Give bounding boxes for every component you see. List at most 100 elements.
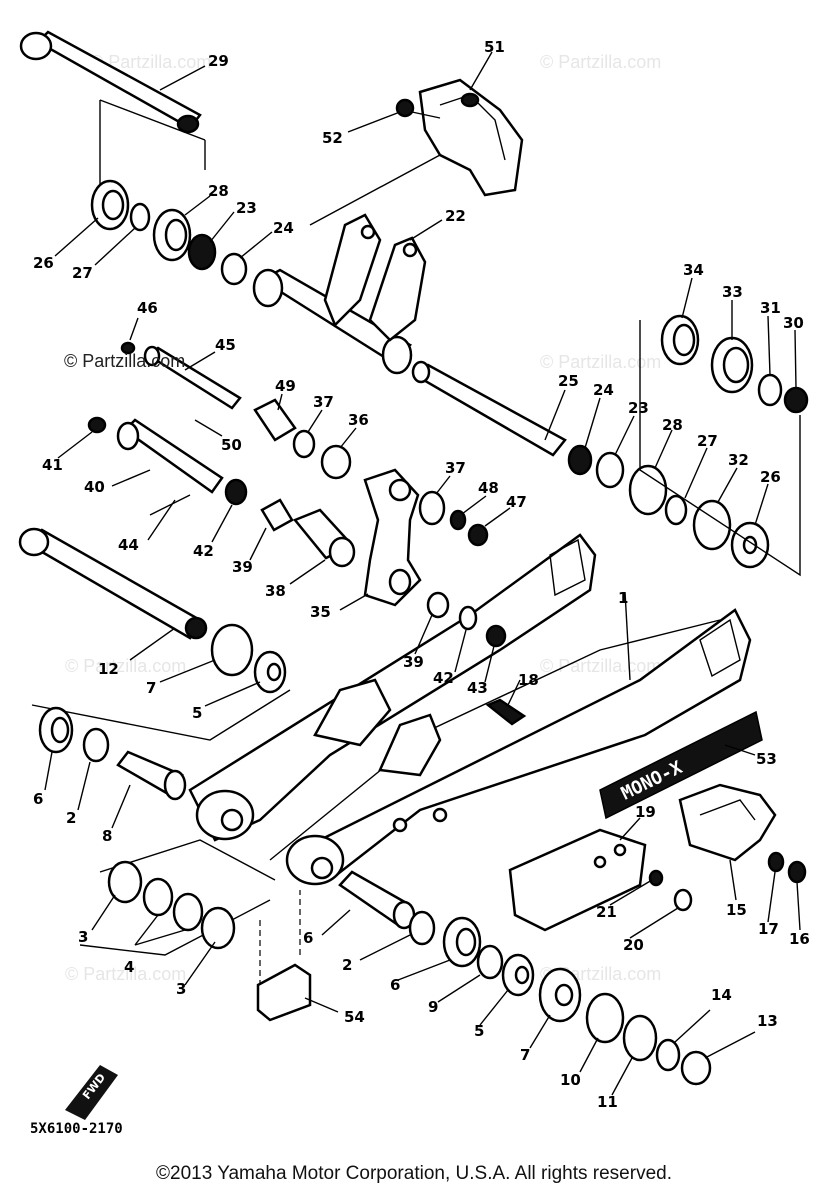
part-label-39b: 39 xyxy=(403,653,424,671)
part-label-1: 1 xyxy=(618,589,628,607)
part-label-23b: 23 xyxy=(628,399,649,417)
bearing-set-upper-left xyxy=(90,179,248,286)
slider-54-drawing xyxy=(256,890,312,1022)
part-label-37: 37 xyxy=(313,393,334,411)
part-label-33: 33 xyxy=(722,283,743,301)
part-label-45: 45 xyxy=(215,336,236,354)
part-label-47: 47 xyxy=(506,493,527,511)
part-label-7b: 7 xyxy=(520,1046,530,1064)
part-label-34: 34 xyxy=(683,261,704,279)
part-label-48: 48 xyxy=(478,479,499,497)
part-label-10: 10 xyxy=(560,1071,581,1089)
part-label-3b: 3 xyxy=(176,980,186,998)
watermark: © Partzilla.com xyxy=(540,656,661,676)
part-label-14: 14 xyxy=(711,986,732,1004)
part-label-53: 53 xyxy=(756,750,777,768)
part-label-24b: 24 xyxy=(593,381,614,399)
part-label-46: 46 xyxy=(137,299,158,317)
part-label-51: 51 xyxy=(484,38,505,56)
watermark: © Partzilla.com xyxy=(65,656,186,676)
bolt-12-drawing xyxy=(18,527,291,741)
watermark: © Partzilla.com xyxy=(540,352,661,372)
part-label-54: 54 xyxy=(344,1008,365,1026)
part-label-11: 11 xyxy=(597,1093,618,1111)
swing-arm-1-drawing xyxy=(188,533,752,886)
part-label-6b: 6 xyxy=(303,929,313,947)
bushings-lower-right xyxy=(338,870,712,1086)
part-label-17: 17 xyxy=(758,920,779,938)
part-label-29: 29 xyxy=(208,52,229,70)
partzilla-watermark: © Partzilla.com xyxy=(64,351,186,371)
part-label-42b: 42 xyxy=(433,669,454,687)
part-labels: 29 51 52 28 23 24 22 26 27 46 45 34 33 3… xyxy=(33,38,810,1111)
copyright-notice: ©2013 Yamaha Motor Corporation, U.S.A. A… xyxy=(156,1163,672,1184)
part-label-49: 49 xyxy=(275,377,296,395)
part-label-26: 26 xyxy=(33,254,54,272)
part-label-8: 8 xyxy=(102,827,112,845)
bracket-51-drawing xyxy=(309,78,524,226)
part-label-41: 41 xyxy=(42,456,63,474)
part-label-40: 40 xyxy=(84,478,105,496)
part-label-43: 43 xyxy=(467,679,488,697)
part-label-24: 24 xyxy=(273,219,294,237)
drawing-code: 5X6100-2170 xyxy=(30,1121,123,1137)
relay-arm-22-drawing xyxy=(252,213,427,375)
part-label-19: 19 xyxy=(635,803,656,821)
part-label-13: 13 xyxy=(757,1012,778,1030)
part-label-27: 27 xyxy=(72,264,93,282)
part-label-2b: 2 xyxy=(342,956,352,974)
part-label-2: 2 xyxy=(66,809,76,827)
part-label-16: 16 xyxy=(789,930,810,948)
part-label-22: 22 xyxy=(445,207,466,225)
leader-lines xyxy=(44,51,801,1096)
part-label-5b: 5 xyxy=(474,1022,484,1040)
connecting-rod-35-drawing xyxy=(363,468,489,607)
chain-guide-19-drawing xyxy=(508,828,693,932)
part-label-30: 30 xyxy=(783,314,804,332)
part-label-12: 12 xyxy=(98,660,119,678)
part-label-7: 7 xyxy=(146,679,156,697)
part-label-32: 32 xyxy=(728,451,749,469)
part-label-52: 52 xyxy=(322,129,343,147)
part-label-27b: 27 xyxy=(697,432,718,450)
fwd-arrow-icon: FWD xyxy=(65,1065,118,1120)
shaft-25-drawing xyxy=(411,360,567,457)
part-label-39: 39 xyxy=(232,558,253,576)
watermarks: © Partzilla.com © Partzilla.com © Partzi… xyxy=(65,52,661,984)
part-label-6c: 6 xyxy=(390,976,400,994)
part-label-15: 15 xyxy=(726,901,747,919)
part-label-4: 4 xyxy=(124,958,134,976)
part-label-44: 44 xyxy=(118,536,139,554)
part-label-50: 50 xyxy=(221,436,242,454)
part-label-26b: 26 xyxy=(760,468,781,486)
part-label-31: 31 xyxy=(760,299,781,317)
part-label-28: 28 xyxy=(208,182,229,200)
part-label-25: 25 xyxy=(558,372,579,390)
part-label-20: 20 xyxy=(623,936,644,954)
part-label-38: 38 xyxy=(265,582,286,600)
collars-39-38-drawing xyxy=(260,498,356,568)
bolt-29-drawing xyxy=(19,30,206,185)
watermark: © Partzilla.com xyxy=(65,964,186,984)
part-label-42: 42 xyxy=(193,542,214,560)
part-label-9: 9 xyxy=(428,998,438,1016)
chain-puller-15-drawing xyxy=(678,783,807,884)
bolt-45-drawing xyxy=(120,341,242,410)
collar-49-drawing xyxy=(253,398,352,480)
bushings-left-drawing xyxy=(38,706,187,801)
part-label-18: 18 xyxy=(518,671,539,689)
bearing-set-right xyxy=(567,314,809,577)
part-label-28b: 28 xyxy=(662,416,683,434)
part-label-5: 5 xyxy=(192,704,202,722)
watermark: © Partzilla.com xyxy=(90,52,211,72)
bearings-lower-left xyxy=(79,839,276,956)
part-label-23: 23 xyxy=(236,199,257,217)
part-label-37b: 37 xyxy=(445,459,466,477)
part-label-3: 3 xyxy=(78,928,88,946)
part-label-35: 35 xyxy=(310,603,331,621)
part-label-21: 21 xyxy=(596,903,617,921)
part-label-36: 36 xyxy=(348,411,369,429)
bolt-40-drawing xyxy=(87,416,248,516)
watermark: © Partzilla.com xyxy=(540,52,661,72)
